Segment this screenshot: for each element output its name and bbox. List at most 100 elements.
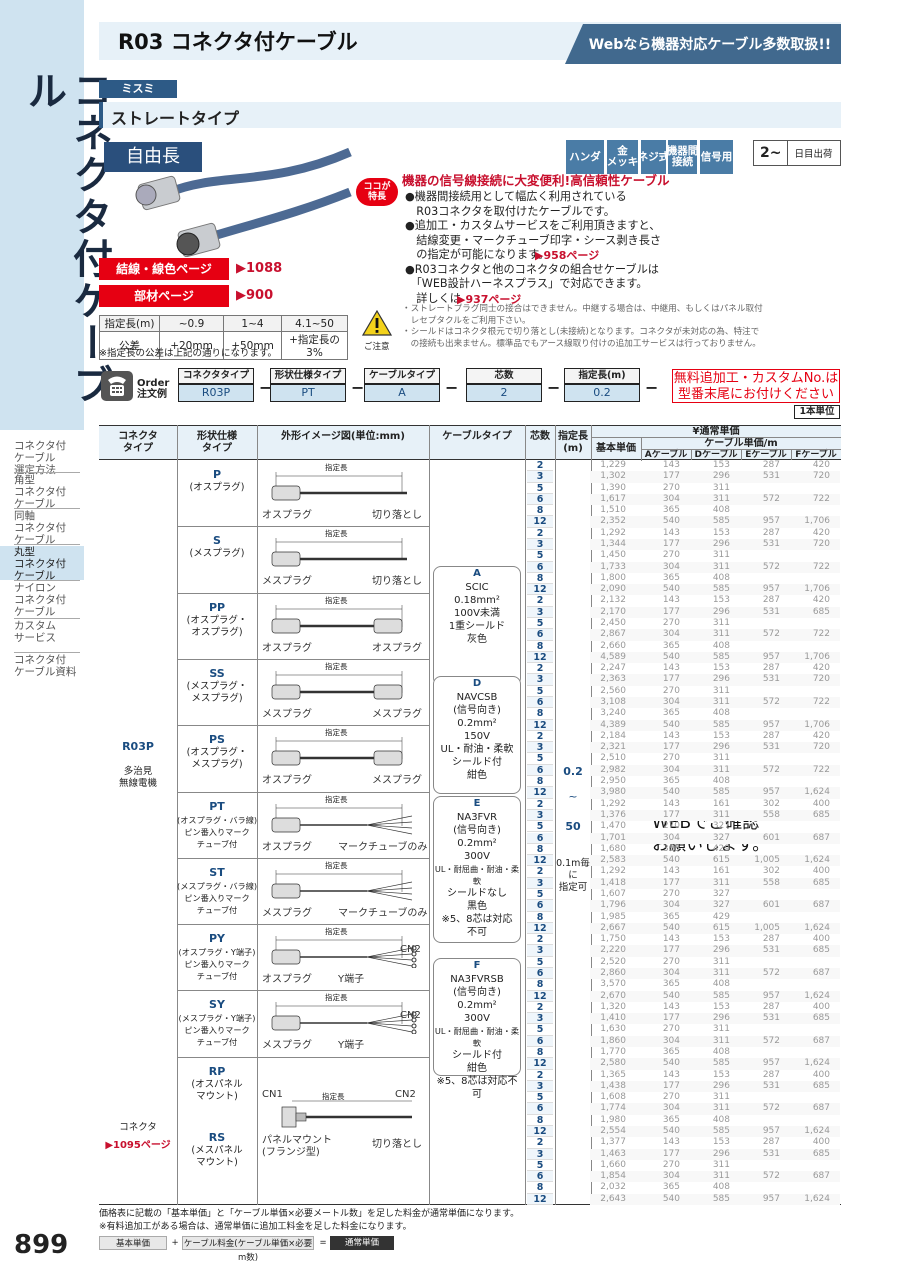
feature-line: 「WEB設計ハーネスプラス」で対応できます。 xyxy=(405,277,648,290)
table-head-length: 指定長 (m) xyxy=(558,431,588,454)
price-cell: 1,733 xyxy=(600,561,626,572)
feature-line: R03コネクタを取付けたケーブルです。 xyxy=(405,204,615,218)
core-count: 8 xyxy=(527,912,553,923)
grid-vline xyxy=(791,449,792,460)
product-photo xyxy=(135,147,352,257)
feature-badge-text: ココが 特長 xyxy=(363,182,391,202)
price-cell: 2,170 xyxy=(600,606,626,617)
dimension-label: 指定長 xyxy=(325,993,348,1003)
ref-page-link[interactable]: ▶1088 xyxy=(236,261,283,276)
price-cell: 177 xyxy=(662,945,680,956)
price-cell: 572 xyxy=(762,967,780,978)
price-cell: 1,774 xyxy=(600,1103,626,1114)
order-dash: − xyxy=(547,378,561,397)
price-cell: 1,706 xyxy=(804,719,830,730)
core-count: 6 xyxy=(527,832,553,844)
price-cell: 296 xyxy=(712,1148,730,1159)
drawing-label-left: メスプラグ xyxy=(262,1040,312,1052)
price-cell: 687 xyxy=(812,1103,830,1114)
drawing-label-right: 切り落とし xyxy=(372,576,422,588)
price-cell: 2,867 xyxy=(600,629,626,640)
price-cell: 531 xyxy=(762,945,780,956)
feature-badge: ココが 特長 xyxy=(356,178,398,206)
price-cell: 1,630 xyxy=(600,1024,626,1035)
price-cell: 540 xyxy=(662,584,680,595)
price-cell: 1,617 xyxy=(600,493,626,504)
price-cell: 957 xyxy=(762,1193,780,1204)
price-cell: 304 xyxy=(662,967,680,978)
price-cell: 1,624 xyxy=(804,1125,830,1136)
cable-drawing xyxy=(271,538,407,567)
sidebar-nav-item[interactable]: 丸型 コネクタ付 ケーブル xyxy=(0,546,84,582)
dimension-label: 指定長 xyxy=(325,728,348,738)
ref-page-link[interactable]: ▶900 xyxy=(236,288,274,303)
phone-icon xyxy=(101,371,133,401)
price-cell: 3,570 xyxy=(600,979,626,990)
price-cell: 177 xyxy=(662,539,680,549)
sidebar-nav-item[interactable]: カスタム サービス xyxy=(14,620,56,644)
feature-ref-937[interactable]: ▶937ページ xyxy=(457,293,522,306)
price-cell: 400 xyxy=(812,1069,830,1080)
order-note-text: 無料追加工・カスタムNo.は 型番末尾にお付けください xyxy=(673,371,839,402)
price-cell: 400 xyxy=(812,934,830,945)
feature-ref-958[interactable]: ▶958ページ xyxy=(535,249,600,262)
grid-hline xyxy=(177,592,429,594)
price-cell: 685 xyxy=(812,1148,830,1159)
feature-line: ●R03コネクタと他のコネクタの組合せケーブルは xyxy=(405,262,659,276)
price-cell: 365 xyxy=(662,1182,680,1193)
price-cell: 408 xyxy=(712,505,730,516)
price-cell: 685 xyxy=(812,1013,830,1024)
price-cell: 304 xyxy=(662,1103,680,1114)
price-cell: 296 xyxy=(712,539,730,549)
cable-spec-line: シールドなし xyxy=(447,888,507,899)
sidebar-nav-item[interactable]: 角型 コネクタ付 ケーブル xyxy=(14,474,67,510)
sidebar-nav-item[interactable]: コネクタ付 ケーブル資料 xyxy=(14,654,77,678)
core-count: 5 xyxy=(527,1160,553,1172)
sidebar-nav-item[interactable]: 同軸 コネクタ付 ケーブル xyxy=(14,510,67,546)
grid-hline xyxy=(177,658,429,660)
price-cell: 585 xyxy=(712,1193,730,1204)
price-cell: 531 xyxy=(762,1080,780,1091)
panel-mount-drawing xyxy=(281,1100,412,1128)
price-cell: 2,667 xyxy=(600,922,626,933)
price-cell: 311 xyxy=(712,685,730,696)
price-cell: 1,377 xyxy=(600,1137,626,1148)
feature-chip: 機器間 接続 xyxy=(667,140,698,174)
price-cell: 270 xyxy=(662,888,680,899)
feature-line: 詳しくは xyxy=(405,291,461,305)
drawing-label-right: Y端子 xyxy=(338,1040,365,1052)
length-tilde: ~ xyxy=(568,790,578,803)
price-cell: 687 xyxy=(812,1171,830,1182)
web-badge[interactable]: Webなら機器対応ケーブル多数取扱!! xyxy=(565,24,841,64)
price-cell: 177 xyxy=(662,1148,680,1159)
price-cell: 2,950 xyxy=(600,776,626,787)
grid-hline xyxy=(591,437,841,438)
sidebar-nav-item[interactable]: ナイロン コネクタ付 ケーブル xyxy=(14,582,67,618)
price-cell: 311 xyxy=(712,1159,730,1170)
tolerance-cell: +指定長の3% xyxy=(281,331,348,360)
cable-spec-line: NA3FVRSB xyxy=(450,974,504,985)
price-cell: 270 xyxy=(662,956,680,967)
price-cell: 408 xyxy=(712,776,730,787)
price-cell: 1,860 xyxy=(600,1035,626,1046)
price-cell: 1,980 xyxy=(600,1114,626,1125)
price-cell: 540 xyxy=(662,516,680,527)
sidebar-nav-item[interactable]: コネクタ付 ケーブル 選定方法 xyxy=(14,440,67,476)
price-cell: 365 xyxy=(662,708,680,719)
price-cell: 1,624 xyxy=(804,1058,830,1069)
price-cell: 270 xyxy=(662,1159,680,1170)
shipping-label: 日目出荷 xyxy=(794,149,833,160)
